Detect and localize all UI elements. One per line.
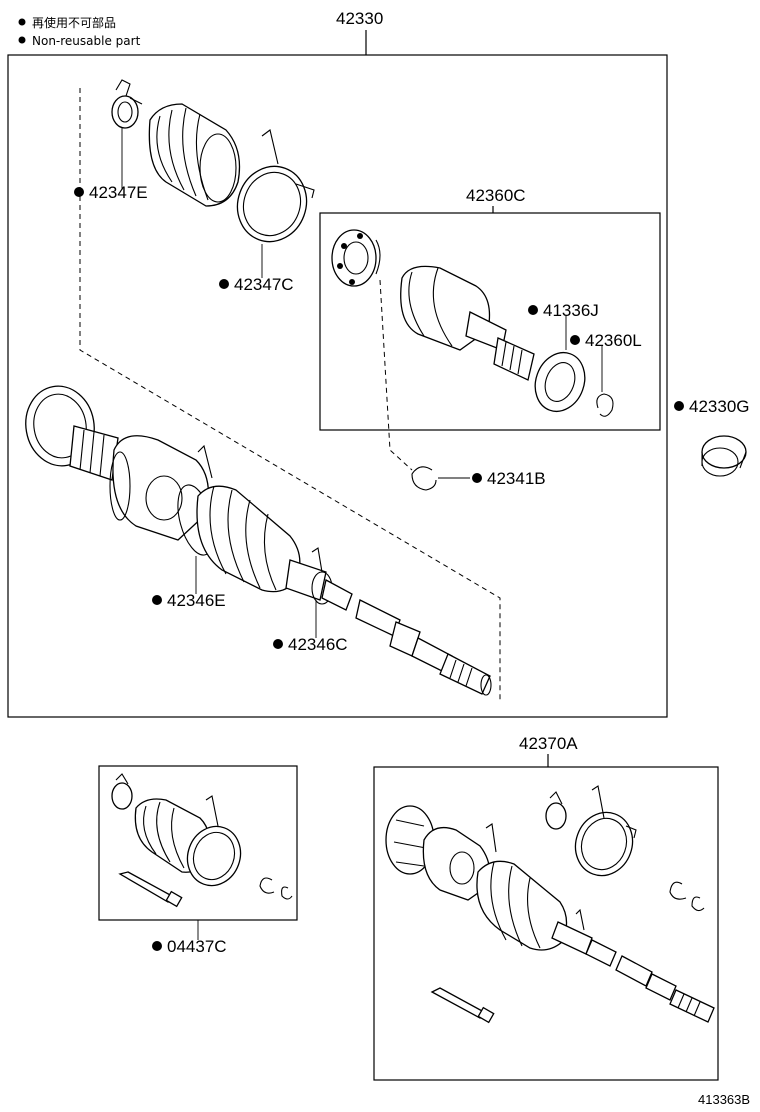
label-41336J[interactable]: 41336J — [543, 301, 599, 320]
subassembly-42360C: 42360C — [319, 186, 661, 431]
assembly-42330: 42330 42347E — [7, 9, 668, 718]
part-41336J-bearing — [534, 351, 586, 413]
label-42346E[interactable]: 42346E — [167, 591, 226, 610]
label-42347E[interactable]: 42347E — [89, 183, 148, 202]
subassembly-42360C-frame — [319, 212, 661, 431]
assembly-42330-frame — [7, 54, 668, 718]
assembly-42370A: 42370A — [373, 734, 719, 1081]
part-42341B-snap-ring — [411, 466, 437, 491]
legend-japanese: 再使用不可部品 — [32, 15, 116, 30]
legend-english: Non-reusable part — [32, 34, 141, 48]
label-42360C[interactable]: 42360C — [466, 186, 526, 205]
part-drive-shaft — [25, 385, 492, 696]
legend-bullet-icon — [18, 36, 26, 44]
part-42347C-clamp — [236, 129, 315, 243]
part-outer-boot — [148, 103, 241, 207]
label-42330G[interactable]: 42330G — [689, 397, 750, 416]
diagram-ref-number: 413363B — [698, 1092, 750, 1107]
label-42346C[interactable]: 42346C — [288, 635, 348, 654]
legend-bullet-icon — [18, 18, 26, 26]
legend: 再使用不可部品 Non-reusable part — [18, 15, 141, 48]
part-42347E-clamp — [111, 79, 143, 129]
non-reusable-mark — [472, 473, 482, 483]
non-reusable-mark — [570, 335, 580, 345]
part-inner-race — [400, 265, 535, 381]
kit-04437C: 04437C — [98, 765, 298, 956]
label-42370A[interactable]: 42370A — [519, 734, 578, 753]
non-reusable-mark — [528, 305, 538, 315]
part-42360L-snap-ring — [596, 393, 614, 417]
non-reusable-mark — [152, 595, 162, 605]
non-reusable-mark — [152, 941, 162, 951]
label-42330[interactable]: 42330 — [336, 9, 383, 28]
non-reusable-mark — [74, 187, 84, 197]
assembly-42370A-frame — [373, 766, 719, 1081]
non-reusable-mark — [674, 401, 684, 411]
label-04437C[interactable]: 04437C — [167, 937, 227, 956]
non-reusable-mark — [219, 279, 229, 289]
label-42347C[interactable]: 42347C — [234, 275, 294, 294]
part-cage — [331, 229, 381, 287]
label-42360L[interactable]: 42360L — [585, 331, 642, 350]
part-42330G: 42330G — [674, 397, 750, 477]
label-42341B[interactable]: 42341B — [487, 469, 546, 488]
non-reusable-mark — [273, 639, 283, 649]
